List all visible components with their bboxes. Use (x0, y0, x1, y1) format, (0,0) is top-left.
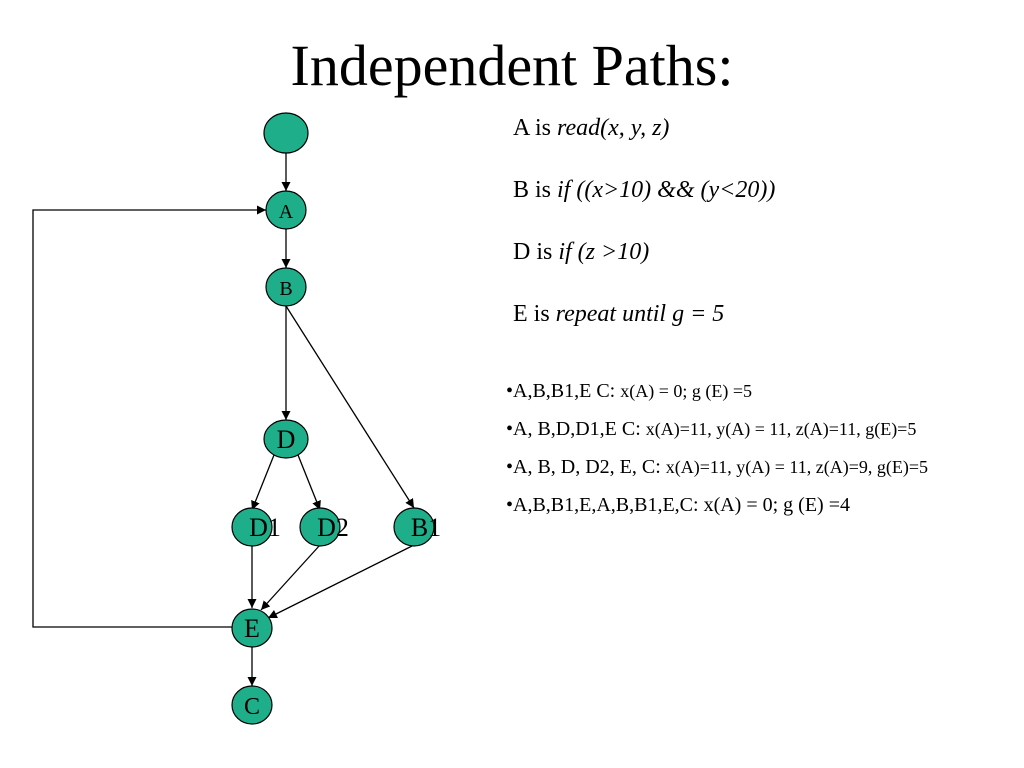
definition-lead: A is (513, 115, 558, 141)
definition-code: if (z >10) (558, 239, 650, 265)
node-e-circle (231, 608, 273, 648)
node-d1-label: D1 (249, 513, 281, 542)
node-d: D (263, 419, 309, 459)
edge-d2-e (260, 544, 321, 611)
path-values: x(A)=11, y(A) = 11, z(A)=11, g(E)=5 (645, 419, 917, 439)
node-d-label: D (277, 425, 296, 454)
node-b-circle (265, 267, 307, 307)
node-b: B (265, 267, 307, 307)
definition-code: repeat until g = 5 (555, 301, 725, 327)
path-sequence: •A, B,D,D1,E C: (506, 418, 641, 440)
definition-lead: D is (513, 239, 559, 265)
definition-lead: E is (513, 301, 556, 327)
definition-code: if ((x>10) && (y<20)) (557, 177, 776, 203)
node-c-label: C (244, 694, 260, 720)
definition-code: read(x, y, z) (557, 115, 670, 141)
definition-b: B is if ((x>10) && (y<20)) (513, 172, 1013, 208)
node-b1-circle (393, 507, 435, 547)
node-d1-circle (231, 507, 273, 547)
independent-paths-list: •A,B,B1,E C: x(A) = 0; g (E) =5 •A, B,D,… (506, 377, 1016, 529)
path-item: •A,B,B1,E,A,B,B1,E,C: x(A) = 0; g (E) =4 (506, 491, 1016, 519)
node-a: A (265, 190, 307, 230)
definition-e: E is repeat until g = 5 (513, 296, 1013, 332)
node-start-circle (263, 112, 309, 154)
node-e-label: E (244, 614, 260, 643)
node-start (263, 112, 309, 154)
node-a-label: A (279, 201, 294, 223)
path-values: x(A) = 0; g (E) =4 (703, 494, 850, 516)
node-c: C (231, 685, 273, 725)
node-d1: D1 (231, 507, 281, 547)
edge-d-d1 (251, 454, 275, 511)
edge-e-a-loop (32, 205, 266, 628)
path-item: •A,B,B1,E C: x(A) = 0; g (E) =5 (506, 377, 1016, 405)
definition-a: A is read(x, y, z) (513, 110, 1013, 146)
edge-b-b1 (285, 305, 415, 509)
path-sequence: •A, B, D, D2, E, C: (506, 456, 661, 478)
node-b1: B1 (393, 507, 441, 547)
definition-d: D is if (z >10) (513, 234, 1013, 270)
node-d-circle (263, 419, 309, 459)
node-b-label: B (279, 278, 292, 300)
node-d2: D2 (299, 507, 349, 547)
edge-b1-e (267, 544, 415, 619)
path-item: •A, B, D, D2, E, C: x(A)=11, y(A) = 11, … (506, 453, 1016, 481)
path-values: x(A)=11, y(A) = 11, z(A)=9, g(E)=5 (665, 457, 929, 477)
page-title: Independent Paths: (290, 33, 734, 98)
node-a-circle (265, 190, 307, 230)
edge-d-d2 (297, 454, 321, 511)
node-d2-circle (299, 507, 341, 547)
path-sequence: •A,B,B1,E C: (506, 380, 616, 402)
path-values: x(A) = 0; g (E) =5 (620, 381, 753, 401)
node-b1-label: B1 (411, 513, 441, 542)
node-e: E (231, 608, 273, 648)
node-d2-label: D2 (317, 513, 349, 542)
node-c-circle (231, 685, 273, 725)
node-definitions: A is read(x, y, z) B is if ((x>10) && (y… (513, 110, 1013, 358)
path-sequence: •A,B,B1,E,A,B,B1,E,C: (506, 494, 699, 516)
definition-lead: B is (513, 177, 558, 203)
path-item: •A, B,D,D1,E C: x(A)=11, y(A) = 11, z(A)… (506, 415, 1016, 443)
